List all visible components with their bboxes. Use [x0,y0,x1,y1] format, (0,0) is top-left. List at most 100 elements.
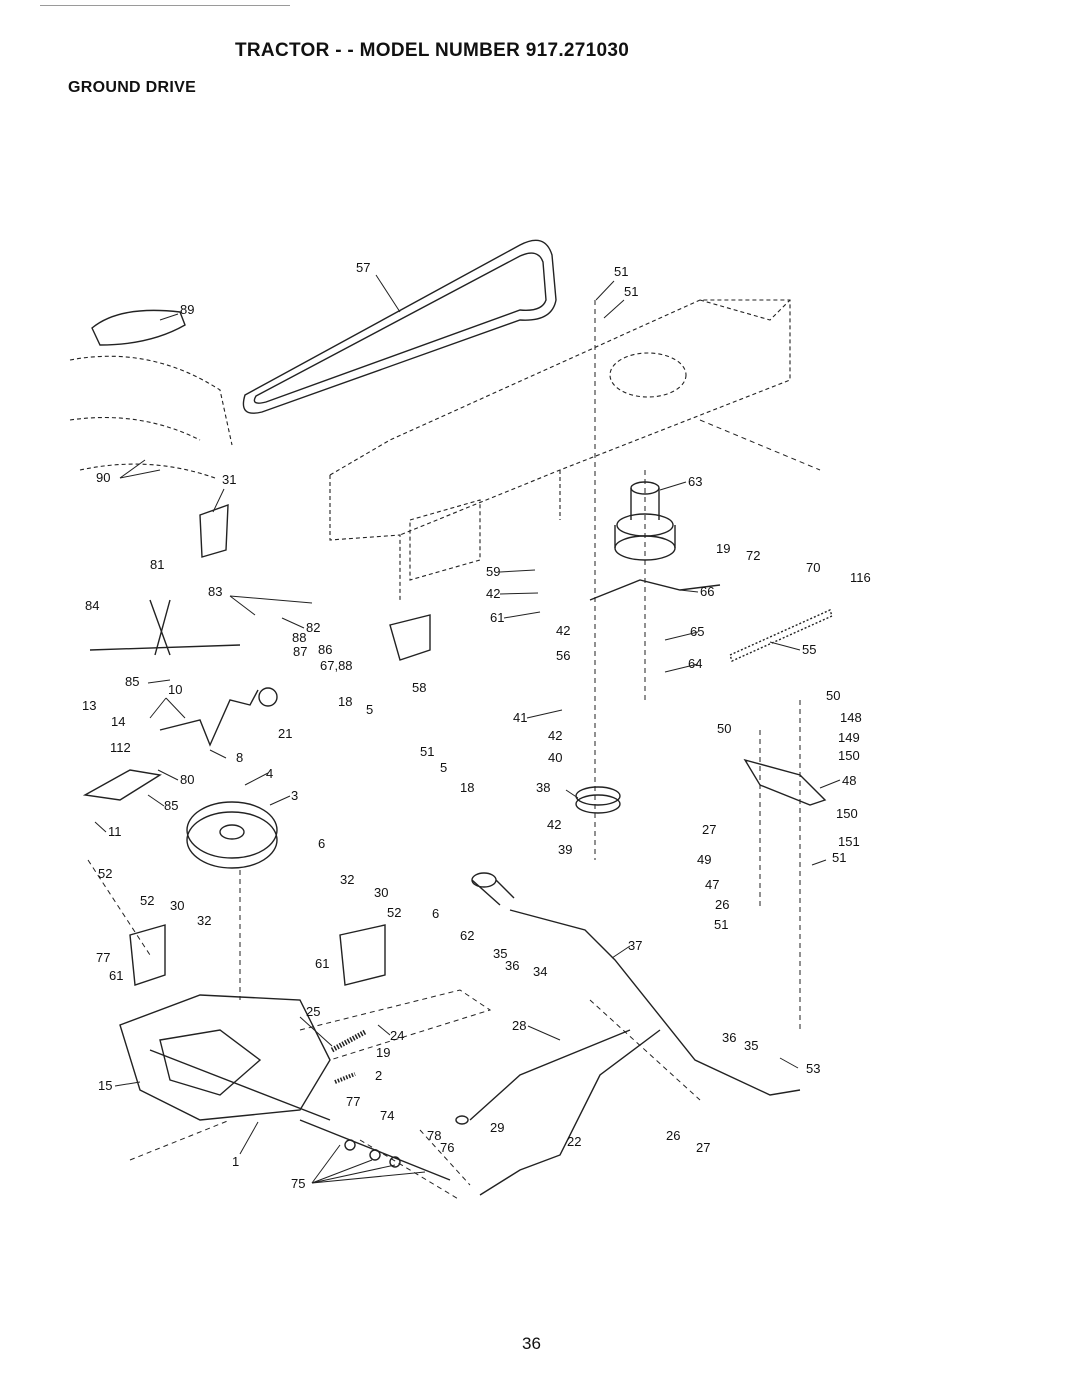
callout: 19 [376,1045,390,1060]
callout: 27 [702,822,716,837]
callout: 5 [440,760,447,775]
seat-plate [91,309,186,346]
callout: 87 [293,644,307,659]
spring-2 [334,1072,356,1084]
callout: 74 [380,1108,394,1123]
callout: 38 [536,780,550,795]
page-title: TRACTOR - - MODEL NUMBER 917.271030 [235,40,630,61]
callout: 77 [96,950,110,965]
callout: 57 [356,260,370,275]
callout: 67,88 [320,658,353,673]
spring-25 [330,1029,367,1053]
callout: 47 [705,877,719,892]
callout: 3 [291,788,298,803]
callout: 42 [547,817,561,832]
callout: 24 [390,1028,404,1043]
callout: 19 [716,541,730,556]
callout: 58 [412,680,426,695]
callout: 52 [140,893,154,908]
callout: 32 [340,872,354,887]
callout: 78 [427,1128,441,1143]
callout: 86 [318,642,332,657]
callout: 42 [548,728,562,743]
transmission-body [119,994,331,1121]
callout: 61 [490,610,504,625]
page-number: 36 [522,1334,541,1353]
callout: 82 [306,620,320,635]
callout: 65 [690,624,704,639]
callout: 51 [614,264,628,279]
seat-area [69,355,233,479]
plate-80 [82,769,162,801]
callout: 36 [722,1030,736,1045]
callout: 14 [111,714,125,729]
pulley-3 [186,801,278,869]
callout: 51 [624,284,638,299]
callout: 10 [168,682,182,697]
callout: 83 [208,584,222,599]
drive-belt [242,239,557,414]
bracket-52 [129,924,166,986]
callout: 76 [440,1140,454,1155]
callout: 32 [197,913,211,928]
callout: 39 [558,842,572,857]
callout: 51 [420,744,434,759]
callout: 27 [696,1140,710,1155]
callout: 30 [374,885,388,900]
callout: 151 [838,834,860,849]
rod-28 [469,1029,631,1121]
callout: 116 [850,570,871,585]
callout: 52 [98,866,112,881]
callout: 75 [291,1176,305,1191]
callout: 42 [486,586,500,601]
pulley-63 [614,481,676,561]
callout: 63 [688,474,702,489]
callout: 40 [548,750,562,765]
callout: 77 [346,1094,360,1109]
callout: 26 [715,897,729,912]
callout: 2 [375,1068,382,1083]
callout: 148 [840,710,862,725]
callout: 29 [490,1120,504,1135]
callout: 59 [486,564,500,579]
rod-37 [509,909,801,1096]
callout: 4 [266,766,273,781]
callout: 51 [714,917,728,932]
rod-22 [479,1029,661,1196]
callout: 6 [432,906,439,921]
callout: 89 [180,302,194,317]
bracket-58 [389,614,431,661]
callout: 50 [826,688,840,703]
callout: 61 [315,956,329,971]
callout: 84 [85,598,99,613]
callout: 61 [109,968,123,983]
bracket-31 [199,503,229,558]
bracket-32 [339,924,386,986]
callout: 50 [717,721,731,736]
lever-8 [159,689,259,747]
callout: 18 [338,694,352,709]
callout: 8 [236,750,243,765]
callout: 26 [666,1128,680,1143]
callout: 80 [180,772,194,787]
callout: 48 [842,773,856,788]
callout: 55 [802,642,816,657]
callout: 28 [512,1018,526,1033]
callout: 149 [838,730,860,745]
callout: 72 [746,548,760,563]
callout: 31 [222,472,236,487]
callout: 35 [744,1038,758,1053]
callout: 85 [125,674,139,689]
callout: 81 [150,557,164,572]
callout: 85 [164,798,178,813]
callout: 37 [628,938,642,953]
callout: 5 [366,702,373,717]
section-title: GROUND DRIVE [68,79,197,96]
callout: 70 [806,560,820,575]
pulley-38 [575,786,621,814]
callout: 53 [806,1061,820,1076]
callout: 25 [306,1004,320,1019]
callout: 6 [318,836,325,851]
